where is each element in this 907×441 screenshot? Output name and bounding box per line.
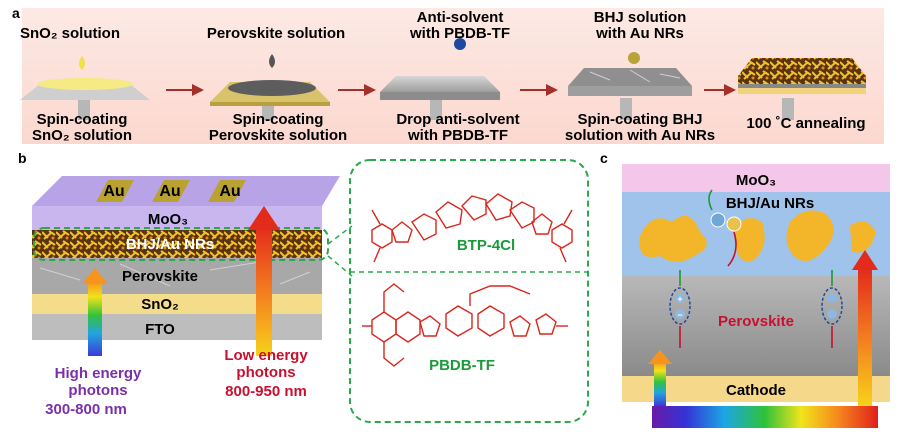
exciton-icon <box>669 287 691 325</box>
high-energy-arrow-icon-c <box>648 350 672 406</box>
panel-c-label: c <box>600 150 608 166</box>
step-5-bottom-label: 100 ˚C annealing <box>746 115 865 132</box>
au-label-2: Au <box>159 183 180 200</box>
step-3-substrate <box>380 38 500 120</box>
sno2-layer <box>32 294 322 314</box>
perovskite-label-c: Perovskite <box>718 313 794 330</box>
step-3-bottom-label-2: with PBDB-TF <box>407 127 508 144</box>
electron-icon <box>726 216 742 232</box>
droplet-icon <box>454 38 466 50</box>
perovskite-layer <box>32 258 322 294</box>
low-energy-arrow-icon-c <box>852 250 878 406</box>
btp-4cl-label: BTP-4Cl <box>457 237 515 254</box>
step-1-top-label: SnO₂ solution <box>20 25 120 42</box>
fto-label: FTO <box>145 321 175 338</box>
red-arrow-icon <box>727 231 737 267</box>
electron-icon <box>675 309 685 319</box>
hole-icon <box>827 293 837 303</box>
molecule-box <box>349 159 589 423</box>
btp-4cl-structure <box>371 193 573 263</box>
low-energy-label-2: photons <box>236 364 295 381</box>
charge-minus: − <box>677 310 682 320</box>
step-4-bottom-label: Spin-coating BHJ <box>577 111 702 128</box>
bhj-label: BHJ/Au NRs <box>126 236 214 253</box>
step-3-bottom-label: Drop anti-solvent <box>396 111 519 128</box>
step-3-top-label-2: with PBDB-TF <box>409 25 510 42</box>
low-energy-arrow-icon <box>248 206 280 356</box>
au-electrode <box>152 180 190 202</box>
exciton-icon <box>821 287 843 325</box>
moo3-label-c: MoO₃ <box>736 172 776 189</box>
moo3-layer-c <box>622 164 890 192</box>
au-nr-blob <box>639 215 707 262</box>
step-4-bottom-label-2: solution with Au NRs <box>565 127 715 144</box>
au-electrode <box>208 180 246 202</box>
high-energy-arrow-icon <box>82 268 108 356</box>
au-nr-blob <box>786 210 834 262</box>
sno2-label: SnO₂ <box>141 296 179 313</box>
step-4-substrate <box>568 52 692 120</box>
step-1-bottom-label-2: SnO₂ solution <box>32 127 132 144</box>
bhj-label-c: BHJ/Au NRs <box>726 195 814 212</box>
moo3-label: MoO₃ <box>148 211 188 228</box>
panel-b: b Au Au Au MoO₃ BHJ/Au <box>18 150 589 423</box>
step-5-substrate <box>738 58 866 120</box>
au-electrode <box>96 180 134 202</box>
charge-plus: + <box>677 294 682 304</box>
droplet-icon <box>269 54 275 68</box>
panel-b-label: b <box>18 150 27 166</box>
high-energy-label-2: photons <box>68 382 127 399</box>
step-2-top-label: Perovskite solution <box>207 25 345 42</box>
step-2-bottom-label: Spin-coating <box>233 111 324 128</box>
panel-a-label: a <box>12 5 20 21</box>
fto-layer <box>32 314 322 340</box>
au-label-3: Au <box>219 183 240 200</box>
green-arrow-icon <box>708 189 713 211</box>
hole-icon <box>710 212 726 228</box>
panel-c: c + − <box>600 150 890 428</box>
electron-icon <box>827 309 837 319</box>
droplet-icon <box>628 52 640 64</box>
droplet-icon <box>79 56 85 70</box>
hole-icon <box>675 293 685 303</box>
bhj-layer <box>32 230 322 258</box>
au-label-1: Au <box>103 183 124 200</box>
pbdb-tf-label: PBDB-TF <box>429 357 495 374</box>
step-2-bottom-label-2: Perovskite solution <box>209 127 347 144</box>
pbdb-tf-structure <box>362 283 568 367</box>
step-1-substrate <box>20 56 150 120</box>
device-stack <box>32 176 353 340</box>
low-energy-label: Low energy <box>224 347 308 364</box>
au-nr-blob <box>736 218 765 262</box>
step-4-top-label-2: with Au NRs <box>595 25 684 42</box>
low-energy-range: 800-950 nm <box>225 383 307 400</box>
step-4-top-label: BHJ solution <box>594 9 687 26</box>
cathode-label-c: Cathode <box>726 382 786 399</box>
au-nr-blob <box>850 221 876 253</box>
high-energy-range: 300-800 nm <box>45 401 127 418</box>
panel-a: a <box>12 5 884 144</box>
step-2-substrate <box>210 54 330 120</box>
step-1-bottom-label: Spin-coating <box>37 111 128 128</box>
step-3-top-label: Anti-solvent <box>417 9 504 26</box>
high-energy-label: High energy <box>55 365 142 382</box>
perovskite-label: Perovskite <box>122 268 198 285</box>
spectrum-bar <box>652 406 878 428</box>
cathode-layer-c <box>622 376 890 402</box>
